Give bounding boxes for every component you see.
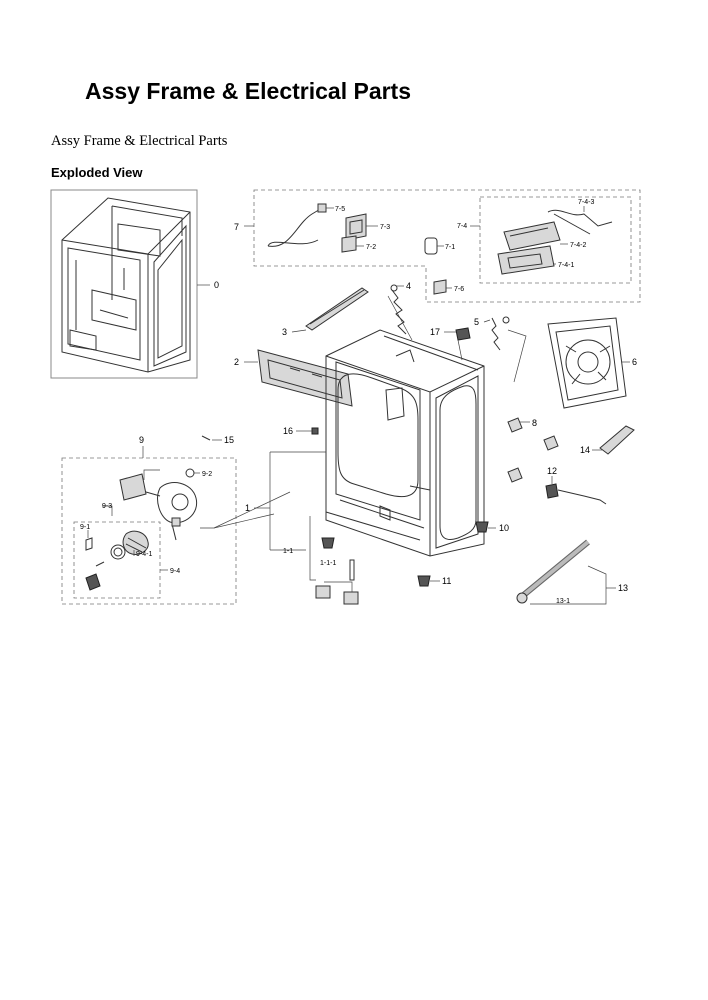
part-9-4-subgroup-outline (73, 521, 161, 599)
part-1-cabinet (254, 329, 485, 557)
label-part-6: 6 (632, 357, 637, 367)
label-part-10: 10 (499, 523, 509, 533)
part-9-group-outline (61, 457, 237, 605)
part-3-rail (291, 287, 369, 333)
thumbnail-box (50, 189, 198, 379)
label-part-13: 13 (618, 583, 628, 593)
part-13-hose (516, 539, 616, 605)
label-part-16: 16 (283, 426, 293, 436)
part-16-clip (296, 427, 319, 435)
label-part-7-6: 7-6 (454, 286, 464, 293)
label-part-9-3: 9-3 (102, 503, 112, 510)
part-7-4-subgroup-outline (479, 196, 632, 284)
part-7-group-outline (253, 189, 641, 303)
label-part-9-1: 9-1 (80, 524, 90, 531)
label-part-1-1-1: 1-1-1 (320, 560, 336, 567)
label-part-2: 2 (234, 357, 239, 367)
label-part-15: 15 (224, 435, 234, 445)
label-part-9-4-1: 9-4-1 (136, 551, 152, 558)
part-14-bar (592, 425, 635, 455)
label-part-9-4: 9-4 (170, 568, 180, 575)
label-part-14: 14 (580, 445, 590, 455)
part-4-spring (387, 284, 413, 341)
label-part-12: 12 (547, 466, 557, 476)
label-part-7-4-2: 7-4-2 (570, 242, 586, 249)
label-part-7-2: 7-2 (366, 244, 376, 251)
part-15-screw (201, 435, 222, 441)
part-9-pump-group (61, 446, 291, 605)
label-part-9: 9 (139, 435, 144, 445)
part-10-foot (475, 521, 496, 533)
label-part-9-2: 9-2 (202, 471, 212, 478)
label-part-17: 17 (430, 327, 440, 337)
label-part-1-1: 1-1 (283, 548, 293, 555)
part-17-connector (444, 327, 471, 361)
label-part-8: 8 (532, 418, 537, 428)
label-part-4: 4 (406, 281, 411, 291)
label-part-7-1: 7-1 (445, 244, 455, 251)
label-part-0: 0 (214, 280, 219, 290)
part-0-frame-thumbnail (50, 189, 210, 379)
label-part-7-4-1: 7-4-1 (558, 262, 574, 269)
label-part-1: 1 (245, 503, 250, 513)
part-2-front-panel (244, 349, 353, 407)
label-part-11: 11 (442, 576, 451, 586)
page-title: Assy Frame & Electrical Parts (85, 78, 412, 104)
page-subtitle: Assy Frame & Electrical Parts (51, 133, 228, 149)
label-part-7-3: 7-3 (380, 224, 390, 231)
part-5-spring (483, 316, 527, 383)
section-heading: Exploded View (51, 165, 143, 180)
label-part-5: 5 (474, 317, 479, 327)
label-part-13-1: 13-1 (556, 598, 570, 605)
label-part-7-5: 7-5 (335, 206, 345, 213)
part-6-frame-ring (547, 317, 630, 409)
label-part-7-4-3: 7-4-3 (578, 199, 594, 206)
part-7-group (244, 189, 641, 303)
part-11-foot (417, 575, 440, 587)
label-part-3: 3 (282, 327, 287, 337)
part-1-1-feet (270, 516, 359, 605)
part-12-sensor (545, 476, 607, 505)
label-part-7: 7 (234, 222, 239, 232)
label-part-7-4: 7-4 (457, 223, 467, 230)
part-8-valves (507, 417, 559, 483)
